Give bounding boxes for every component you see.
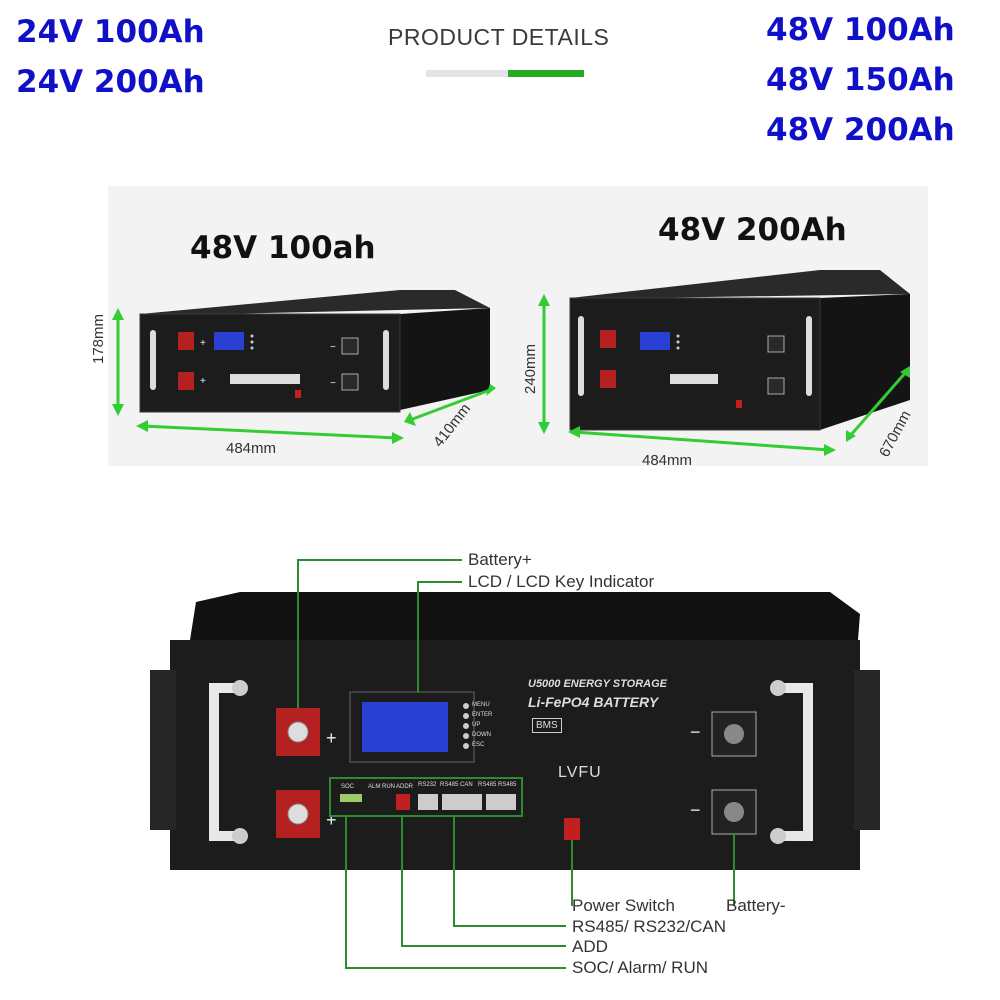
callout-battery-minus: Battery-: [726, 896, 786, 915]
front-panel-diagram: + + − −: [150, 559, 880, 969]
svg-text:−: −: [690, 722, 701, 742]
lcd-key-enter: ENTER: [472, 712, 493, 718]
svg-text:−: −: [690, 800, 701, 820]
battery-illustration-200ah: [538, 270, 910, 456]
svg-text:−: −: [330, 342, 336, 353]
lcd-key-list: MENU ENTER UP DOWN ESC: [472, 700, 492, 750]
port-label-rs485-2: RS485: [478, 782, 497, 788]
svg-text:+: +: [326, 810, 337, 830]
title-underline-green: [508, 70, 584, 77]
indicator-addr: ADDR: [396, 784, 414, 790]
callout-lcd: LCD / LCD Key Indicator: [468, 572, 655, 591]
svg-text:+: +: [200, 338, 206, 349]
width-label-200ah: 484mm: [642, 452, 693, 469]
callout-power-switch: Power Switch: [572, 896, 675, 915]
svg-text:+: +: [200, 376, 206, 387]
model-name-200ah: 48V 200Ah: [658, 212, 847, 248]
title-underline-grey: [426, 70, 508, 77]
callout-add: ADD: [572, 937, 608, 956]
battery-illustration-100ah: + + − −: [112, 290, 496, 444]
model-name-100ah: 48V 100ah: [190, 230, 376, 266]
indicator-run: RUN: [382, 784, 395, 790]
variant-24v-100ah: 24V 100Ah: [16, 14, 205, 50]
port-label-rs232: RS232: [418, 782, 437, 788]
lcd-key-menu: MENU: [472, 702, 490, 708]
page-title: PRODUCT DETAILS: [388, 24, 610, 50]
port-label-can: CAN: [460, 782, 473, 788]
svg-text:−: −: [330, 378, 336, 389]
callout-soc: SOC/ Alarm/ RUN: [572, 958, 709, 977]
indicator-soc: SOC: [341, 784, 355, 790]
callout-comm: RS485/ RS232/CAN: [572, 917, 727, 936]
lcd-key-up: UP: [472, 722, 481, 728]
chemistry-text: Li-FePO4 BATTERY: [528, 694, 659, 710]
product-line-text: U5000 ENERGY STORAGE: [528, 678, 667, 690]
variant-24v-200ah: 24V 200Ah: [16, 64, 205, 100]
height-label-100ah: 178mm: [90, 313, 107, 364]
variant-48v-200ah: 48V 200Ah: [766, 112, 955, 148]
port-label-rs485-3: RS485: [498, 782, 517, 788]
bms-badge: BMS: [532, 718, 562, 733]
callout-battery-plus: Battery+: [468, 550, 532, 569]
brand-logo: LVFU: [558, 764, 602, 781]
variant-48v-150ah: 48V 150Ah: [766, 62, 955, 98]
variant-48v-100ah: 48V 100Ah: [766, 12, 955, 48]
svg-text:+: +: [326, 728, 337, 748]
lcd-key-esc: ESC: [472, 742, 485, 748]
indicator-alm: ALM: [368, 784, 381, 790]
port-label-rs485-1: RS485: [440, 782, 459, 788]
width-label-100ah: 484mm: [226, 440, 277, 457]
height-label-200ah: 240mm: [522, 343, 539, 394]
lcd-key-down: DOWN: [472, 732, 491, 738]
